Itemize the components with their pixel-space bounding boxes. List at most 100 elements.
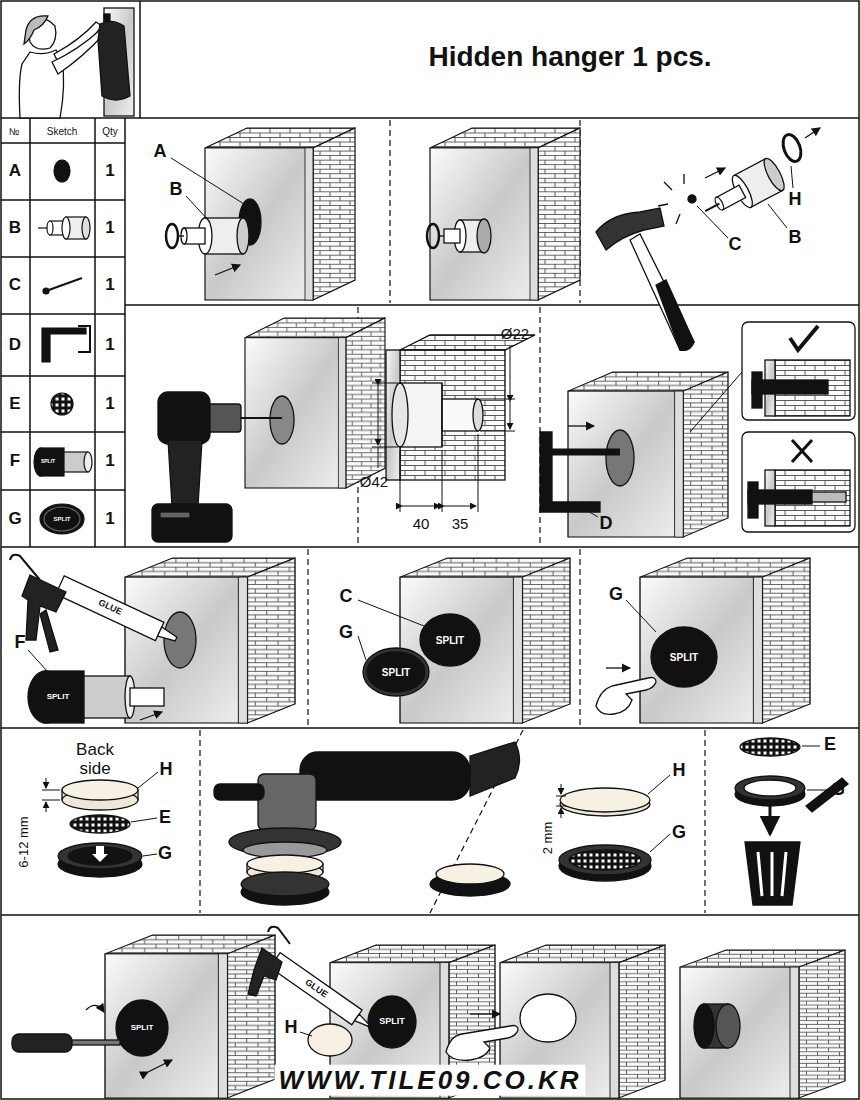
step-glue-plug bbox=[10, 555, 295, 723]
step-insert-plug bbox=[205, 128, 355, 300]
disc-stack bbox=[138, 772, 158, 788]
step-hammer-nail bbox=[656, 280, 694, 350]
disc-stack bbox=[42, 790, 60, 791]
step-press-cover bbox=[520, 994, 576, 1042]
panel-divider bbox=[199, 730, 200, 913]
step-hammer-nail bbox=[805, 128, 820, 138]
discard-parts bbox=[806, 778, 848, 812]
trimmed-discs bbox=[561, 784, 562, 794]
quantity: 1 bbox=[105, 510, 114, 529]
logo-text: SPLIT bbox=[41, 459, 55, 465]
trimmed-discs bbox=[569, 850, 641, 870]
disc-stack bbox=[62, 780, 138, 800]
woman-hanging-coat-icon bbox=[98, 21, 130, 100]
watermark: WWW.TILE09.CO.KR bbox=[274, 1065, 585, 1096]
step-glue-cap bbox=[268, 927, 290, 944]
step-press-cover bbox=[446, 1026, 518, 1061]
step-check-depth bbox=[812, 492, 846, 502]
dimension: Ø22 bbox=[501, 326, 529, 343]
step-cap-and-disc bbox=[358, 558, 570, 723]
part-letter: F bbox=[10, 452, 20, 471]
step-finished bbox=[716, 1004, 740, 1048]
step-glue-cap bbox=[355, 1014, 371, 1029]
callout-letter: G bbox=[158, 844, 172, 864]
callout-letter: B bbox=[170, 180, 183, 200]
step-insert-plug bbox=[186, 196, 210, 222]
trimmed-discs bbox=[560, 788, 650, 812]
panel-divider bbox=[389, 120, 390, 303]
title-text: Hidden hanger 1 pcs. bbox=[428, 41, 711, 73]
step-hammer-nail bbox=[791, 166, 793, 188]
step-plug-in-wall bbox=[427, 128, 580, 300]
step-press-cover bbox=[470, 1013, 500, 1014]
table-header: Qty bbox=[102, 126, 118, 137]
part-sketch bbox=[40, 504, 84, 534]
angle-grinder bbox=[470, 742, 520, 796]
step-glue-plug bbox=[125, 558, 295, 723]
dimension-line bbox=[402, 506, 440, 507]
frame bbox=[29, 118, 31, 547]
step-finished bbox=[694, 1004, 714, 1048]
discard-parts bbox=[740, 738, 800, 756]
logo-text: SPLIT bbox=[379, 1017, 405, 1027]
part-sketch bbox=[82, 217, 90, 239]
drilled-hole-section bbox=[400, 350, 505, 480]
step-check-depth bbox=[752, 372, 762, 408]
drilled-hole-section bbox=[441, 383, 442, 447]
step-insert-plug bbox=[166, 128, 355, 300]
frame bbox=[1, 313, 125, 315]
step-check-depth bbox=[606, 430, 634, 486]
step-drill bbox=[245, 318, 385, 488]
step-check-depth bbox=[742, 432, 855, 532]
callout-letter: C bbox=[729, 235, 742, 255]
panel-divider bbox=[579, 549, 580, 726]
step-press-disc bbox=[640, 558, 810, 723]
step-screw-hanger bbox=[116, 1000, 168, 1056]
quantity: 1 bbox=[105, 452, 114, 471]
quantity: 1 bbox=[105, 276, 114, 295]
disc-stack bbox=[68, 847, 132, 865]
frame bbox=[125, 304, 859, 306]
callout-letter: H bbox=[789, 190, 802, 210]
step-hammer-nail bbox=[596, 128, 820, 350]
step-check-depth bbox=[548, 449, 620, 456]
step-check-depth bbox=[540, 322, 855, 537]
step-hammer-nail bbox=[630, 234, 694, 350]
frame bbox=[124, 118, 126, 547]
dimension-line bbox=[478, 434, 479, 512]
logo-text: SPLIT bbox=[47, 693, 70, 702]
frame bbox=[94, 118, 96, 547]
callout-letter: C bbox=[340, 587, 353, 607]
part-letter: C bbox=[9, 276, 21, 295]
step-cap-and-disc bbox=[363, 648, 429, 696]
dimension-line bbox=[510, 346, 511, 399]
discard-parts bbox=[758, 852, 786, 896]
dimension-line bbox=[442, 450, 443, 512]
step-drill bbox=[152, 504, 232, 542]
step-glue-plug bbox=[10, 555, 40, 580]
dimension-line bbox=[378, 385, 379, 445]
discard-parts bbox=[807, 790, 828, 791]
discard-parts bbox=[802, 746, 820, 747]
callout-letter: G bbox=[339, 623, 353, 643]
step-glue-cap bbox=[300, 1032, 312, 1036]
step-hammer-nail bbox=[780, 132, 805, 164]
step-drill bbox=[152, 318, 385, 542]
panel-divider bbox=[307, 549, 308, 726]
part-sketch bbox=[62, 217, 70, 239]
discard-parts bbox=[769, 806, 772, 834]
step-glue-plug bbox=[158, 627, 179, 644]
disc-stack bbox=[42, 800, 60, 801]
logo-text: SPLIT bbox=[53, 516, 70, 523]
angle-grinder bbox=[436, 864, 504, 884]
frame bbox=[1, 142, 125, 144]
step-screw-hanger bbox=[105, 935, 275, 1098]
step-insert-plug bbox=[237, 218, 249, 254]
woman-hanging-coat-icon bbox=[52, 30, 104, 74]
step-check-depth bbox=[690, 372, 742, 432]
part-sketch bbox=[44, 507, 80, 531]
step-drill bbox=[270, 396, 294, 444]
step-check-depth bbox=[568, 425, 594, 426]
